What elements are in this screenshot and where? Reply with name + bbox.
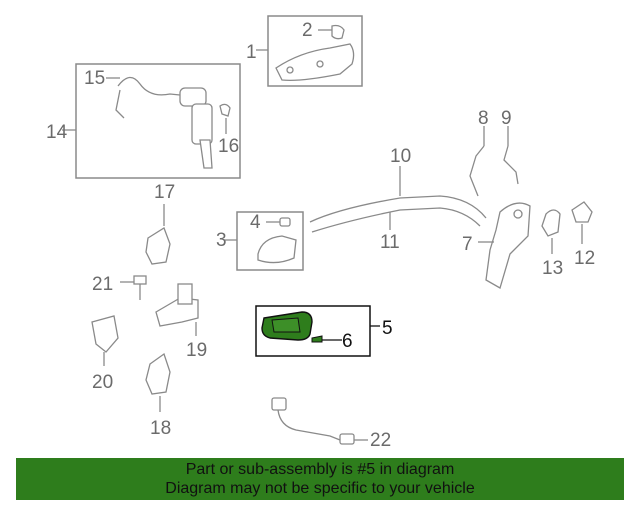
callout-6: 6 bbox=[342, 331, 353, 352]
callout-14: 14 bbox=[46, 122, 68, 143]
callout-15: 15 bbox=[84, 68, 105, 89]
part-19-door-check bbox=[155, 283, 199, 336]
callout-2: 2 bbox=[302, 20, 313, 41]
info-banner: Part or sub-assembly is #5 in diagram Di… bbox=[16, 458, 624, 500]
callout-9: 9 bbox=[501, 108, 512, 129]
callout-8: 8 bbox=[478, 108, 489, 129]
part-21-bolt bbox=[120, 275, 147, 300]
callout-21: 21 bbox=[92, 274, 113, 295]
callout-1: 1 bbox=[246, 42, 257, 63]
part-17-hinge bbox=[145, 204, 171, 265]
part-13-cover bbox=[541, 209, 561, 254]
callout-17: 17 bbox=[154, 182, 175, 203]
part-14-lock-cylinder bbox=[62, 63, 241, 179]
part-9-rod bbox=[503, 126, 519, 185]
callout-12: 12 bbox=[574, 248, 595, 269]
callout-11: 11 bbox=[380, 232, 400, 253]
callout-20: 20 bbox=[92, 372, 113, 393]
part-18-lower-hinge bbox=[145, 352, 171, 412]
part-20-hinge-bracket bbox=[91, 315, 119, 366]
part-10-cable bbox=[309, 166, 487, 233]
part-3-inside-handle bbox=[224, 211, 304, 271]
part-8-rod bbox=[469, 126, 485, 197]
part-7-door-lock bbox=[478, 202, 531, 289]
banner-line-1: Part or sub-assembly is #5 in diagram bbox=[185, 461, 455, 478]
banner-line-2: Diagram may not be specific to your vehi… bbox=[165, 480, 475, 497]
callout-10: 10 bbox=[390, 146, 411, 167]
part-1-outside-handle bbox=[256, 15, 363, 87]
callout-13: 13 bbox=[542, 258, 563, 279]
callout-7: 7 bbox=[462, 234, 473, 255]
callout-3: 3 bbox=[216, 230, 227, 251]
callout-19: 19 bbox=[186, 340, 207, 361]
part-12-cover bbox=[571, 201, 593, 244]
callout-5: 5 bbox=[382, 318, 393, 339]
part-22-wire-harness bbox=[271, 397, 368, 445]
part-5-handle-bezel bbox=[255, 305, 380, 357]
callout-4: 4 bbox=[250, 212, 261, 233]
callout-16: 16 bbox=[218, 136, 239, 157]
callout-18: 18 bbox=[150, 418, 171, 439]
callout-22: 22 bbox=[370, 430, 391, 451]
